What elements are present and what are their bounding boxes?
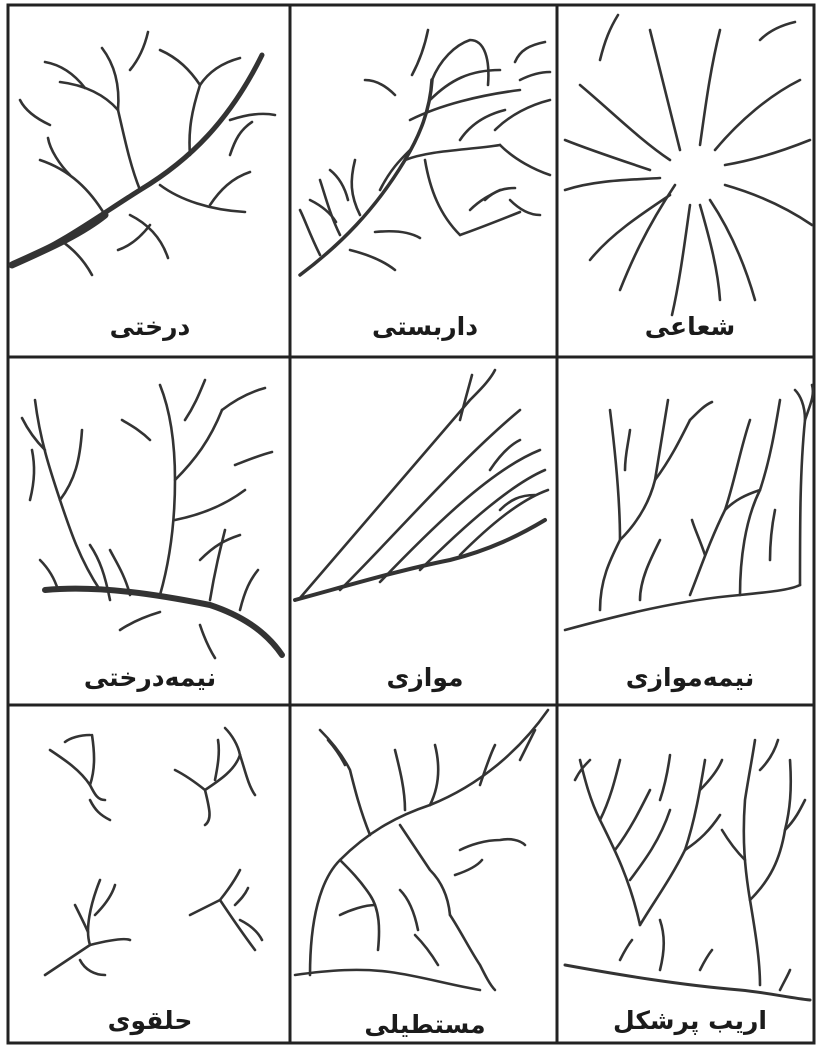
label-dendritic: درختی — [110, 312, 191, 341]
dendritic-pattern-drawing — [12, 32, 275, 275]
annular-pattern-drawing — [45, 728, 262, 975]
radial-pattern-drawing — [565, 15, 812, 315]
sub-dendritic-pattern-drawing — [22, 380, 282, 658]
label-sub-dendritic: نیمه‌درختی — [84, 663, 216, 692]
label-radial: شعاعی — [645, 312, 735, 341]
label-annular: حلقوی — [108, 1006, 193, 1035]
pinnate-pattern-drawing — [565, 740, 810, 1000]
label-trellis: داربستی — [372, 312, 478, 341]
sub-parallel-pattern-drawing — [565, 385, 813, 630]
label-rectangular: مستطیلی — [364, 1010, 485, 1039]
label-pinnate: اریب پرشکل — [613, 1006, 767, 1035]
trellis-pattern-drawing — [300, 30, 550, 275]
parallel-pattern-drawing — [295, 370, 548, 600]
label-sub-parallel: نیمه‌موازی — [626, 663, 755, 692]
label-parallel: موازی — [386, 663, 463, 692]
rectangular-pattern-drawing — [295, 710, 548, 990]
